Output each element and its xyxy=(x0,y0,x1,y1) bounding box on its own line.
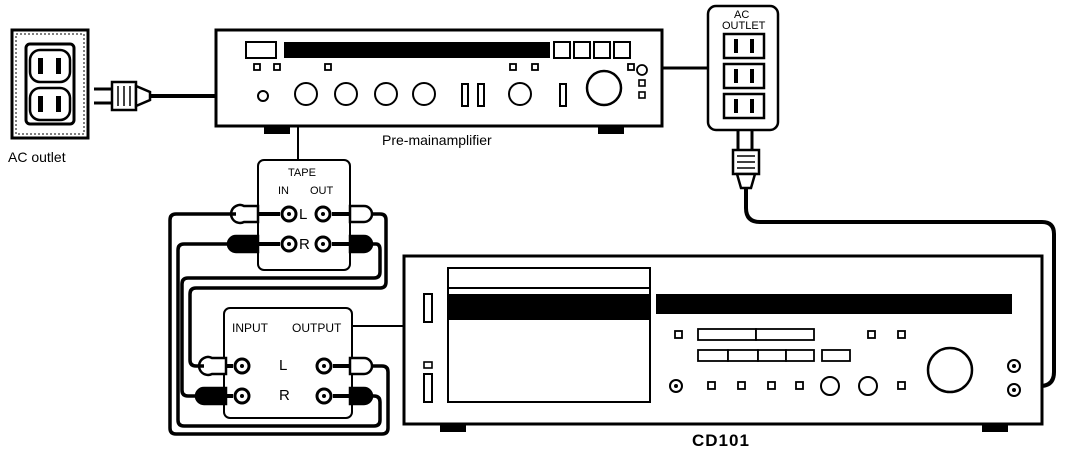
tape-out-label: OUT xyxy=(310,185,334,197)
cd-io-panel xyxy=(223,307,353,419)
cd-player-label: CD101 xyxy=(692,431,750,450)
cd-output-right-plug xyxy=(333,386,374,406)
tape-in-right-plug xyxy=(226,234,280,254)
tape-in-left-plug xyxy=(229,203,280,225)
cd-input-left-plug xyxy=(197,355,233,377)
tape-right-channel-label: R xyxy=(299,236,310,253)
tape-title-label: TAPE xyxy=(288,167,316,179)
power-strip-label-line1: AC xyxy=(734,9,750,21)
wall-ac-outlet xyxy=(10,28,90,140)
wall-outlet-label: AC outlet xyxy=(8,149,66,165)
tape-out-right-plug xyxy=(332,234,374,254)
cd-player xyxy=(402,254,1044,432)
amp-tape-panel xyxy=(257,159,351,271)
cd-input-label: INPUT xyxy=(232,321,268,335)
tape-left-channel-label: L xyxy=(299,206,308,223)
wall-plug xyxy=(94,80,152,112)
amplifier-label: Pre-mainamplifier xyxy=(382,132,492,148)
cd-right-channel-label: R xyxy=(279,387,290,404)
cd-left-channel-label: L xyxy=(279,357,288,374)
cd-power-cord xyxy=(744,188,1056,388)
cd-input-right-plug xyxy=(194,386,233,406)
cd-output-label: OUTPUT xyxy=(292,321,342,335)
power-strip-label-line2: OUTLET xyxy=(722,20,766,32)
power-strip-plug xyxy=(731,130,761,190)
power-strip xyxy=(706,4,780,132)
interconnect-cables xyxy=(168,212,390,436)
pre-main-amplifier xyxy=(214,28,664,134)
tape-out-left-plug xyxy=(332,204,374,224)
tape-in-label: IN xyxy=(278,185,289,197)
cd-output-left-plug xyxy=(333,356,374,376)
